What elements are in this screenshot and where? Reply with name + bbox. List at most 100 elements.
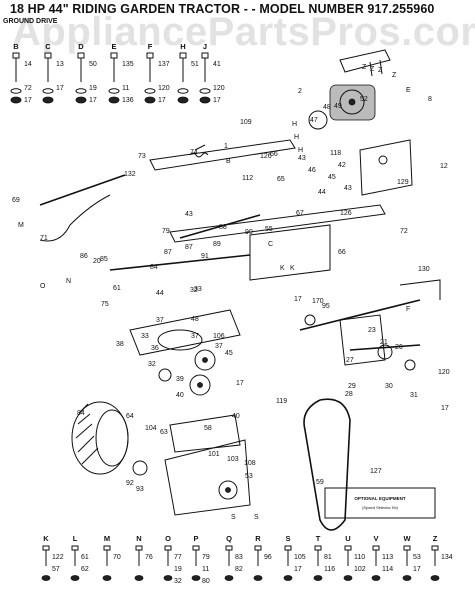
callout-label: 42 <box>338 162 346 169</box>
bolt-head <box>254 545 262 551</box>
part-number: 120 <box>158 85 170 92</box>
callout-label: 1 <box>224 143 228 150</box>
bolt-head <box>225 545 233 551</box>
callout-label: K <box>290 265 295 272</box>
nut <box>343 575 353 581</box>
bolt-head <box>77 52 85 59</box>
callout-label: 20 <box>93 258 101 265</box>
callout-label: 108 <box>244 460 256 467</box>
washer <box>42 88 54 94</box>
part-number: 13 <box>56 61 64 68</box>
hardware-letter: B <box>13 42 19 51</box>
tire-tread <box>75 403 99 465</box>
callout-label: 12 <box>440 163 448 170</box>
callout-label: 36 <box>151 345 159 352</box>
callout-label: 40 <box>232 413 240 420</box>
part-number: 102 <box>354 566 366 573</box>
nut <box>430 575 440 581</box>
nut <box>163 575 173 581</box>
bolt-head <box>372 545 380 551</box>
upper-frame-rail <box>149 139 296 171</box>
callout-label: 38 <box>116 341 124 348</box>
washer <box>10 88 22 94</box>
nut <box>177 96 189 104</box>
part-number: 116 <box>324 566 335 573</box>
callout-label: 65 <box>277 176 285 183</box>
transaxle-pulley <box>339 89 365 115</box>
callout-label: 118 <box>330 150 341 157</box>
callout-label: 33 <box>141 333 149 340</box>
part-number: 113 <box>382 554 393 561</box>
part-number: 17 <box>24 97 32 104</box>
part-number: 96 <box>264 554 272 561</box>
idler-pulley <box>194 349 216 371</box>
clutch-rod <box>179 214 261 239</box>
nut <box>108 96 120 104</box>
part-number: 137 <box>158 61 170 68</box>
callout-label: 48 <box>323 104 331 111</box>
part-number: 77 <box>174 554 182 561</box>
bolt-head <box>192 545 200 551</box>
part-number: 61 <box>81 554 89 561</box>
callout-label: 75 <box>101 301 109 308</box>
callout-label: 44 <box>318 189 326 196</box>
washer <box>108 88 120 94</box>
callout-label: 55 <box>265 226 273 233</box>
callout-label: H <box>292 121 297 128</box>
callout-label: 23 <box>368 327 376 334</box>
nut <box>10 96 22 104</box>
callout-label: 87 <box>164 249 172 256</box>
hardware-letter: P <box>193 534 198 543</box>
part-number: 62 <box>81 566 89 573</box>
part-number: 32 <box>174 578 182 585</box>
shift-bracket <box>339 49 391 73</box>
callout-label: 26 <box>395 344 403 351</box>
callout-label: M <box>18 222 24 229</box>
bolt-head <box>164 545 172 551</box>
rear-rim <box>95 409 129 467</box>
part-number: 17 <box>89 97 97 104</box>
hardware-letter: V <box>373 534 378 543</box>
part-number: 70 <box>113 554 121 561</box>
part-number: 120 <box>213 85 225 92</box>
idler-arm-plate <box>157 329 203 351</box>
part-number: 41 <box>213 61 221 68</box>
washer <box>75 88 87 94</box>
linkage-rods <box>39 144 441 331</box>
callout-label: 52 <box>360 96 368 103</box>
v-belt <box>303 398 351 531</box>
part-number: 82 <box>235 566 243 573</box>
rear-axle-parts <box>304 314 421 371</box>
drive-rod <box>109 254 251 271</box>
callout-label: 37 <box>215 343 223 350</box>
callout-label: 17 <box>294 296 302 303</box>
callout-label: 43 <box>185 211 193 218</box>
part-number: 11 <box>202 566 209 573</box>
bolt-head <box>146 52 154 59</box>
washer <box>199 88 211 94</box>
callout-label: 46 <box>308 167 316 174</box>
transaxle-pulley-lower <box>218 480 238 500</box>
part-number: 72 <box>24 85 32 92</box>
callout-label: 92 <box>126 480 134 487</box>
callout-label: 87 <box>185 244 193 251</box>
idler-pulley-hub <box>202 357 208 363</box>
callout-label: 64 <box>126 413 134 420</box>
hardware-letter: D <box>78 42 84 51</box>
washer <box>144 88 156 94</box>
callout-label: 45 <box>225 350 233 357</box>
drive-bracket <box>169 414 241 453</box>
transaxle-gear <box>308 110 328 130</box>
callout-label: 90 <box>245 229 253 236</box>
callout-label: 95 <box>322 303 330 310</box>
callout-label: 37 <box>156 317 164 324</box>
